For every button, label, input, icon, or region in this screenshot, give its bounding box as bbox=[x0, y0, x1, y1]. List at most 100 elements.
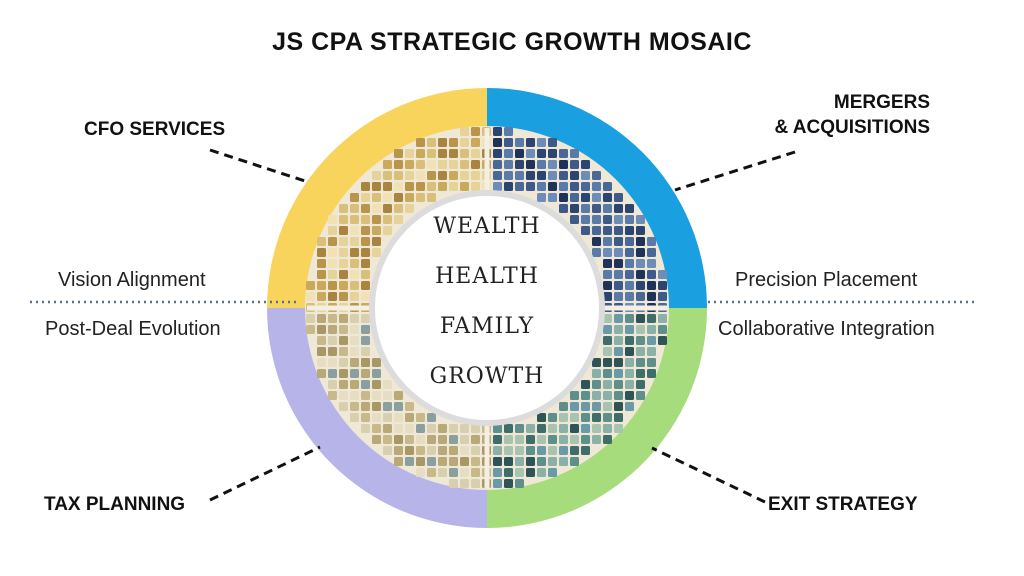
mosaic-tile bbox=[372, 182, 381, 191]
mosaic-tile bbox=[350, 226, 359, 235]
mosaic-tile bbox=[405, 171, 414, 180]
mosaic-tile bbox=[306, 314, 315, 323]
mosaic-tile bbox=[559, 149, 568, 158]
mosaic-tile bbox=[658, 325, 667, 334]
mosaic-tile bbox=[548, 446, 557, 455]
mosaic-tile bbox=[658, 270, 667, 279]
mosaic-tile bbox=[614, 325, 623, 334]
mosaic-tile bbox=[548, 193, 557, 202]
cfo-connector bbox=[209, 148, 309, 184]
page-title: JS CPA STRATEGIC GROWTH MOSAIC bbox=[272, 28, 752, 56]
mosaic-tile bbox=[339, 358, 348, 367]
mosaic-tile bbox=[427, 149, 436, 158]
mosaic-tile bbox=[636, 259, 645, 268]
mosaic-tile bbox=[493, 424, 502, 433]
exit-connector bbox=[651, 446, 766, 504]
mosaic-tile bbox=[438, 424, 447, 433]
mosaic-tile bbox=[625, 259, 634, 268]
mosaic-tile bbox=[449, 468, 458, 477]
mosaic-tile bbox=[361, 281, 370, 290]
cfo-label: CFO SERVICES bbox=[84, 119, 226, 140]
mosaic-tile bbox=[625, 226, 634, 235]
mosaic-tile bbox=[493, 446, 502, 455]
mosaic-tile bbox=[427, 138, 436, 147]
mosaic-tile bbox=[317, 248, 326, 257]
mosaic-tile bbox=[504, 424, 513, 433]
mosaic-tile bbox=[405, 457, 414, 466]
mosaic-tile bbox=[328, 226, 337, 235]
mosaic-tile bbox=[350, 358, 359, 367]
post-deal-evolution-text: Post-Deal Evolution bbox=[45, 318, 221, 340]
mosaic-tile bbox=[548, 171, 557, 180]
mosaic-tile bbox=[427, 182, 436, 191]
ma-connector bbox=[674, 150, 796, 192]
mosaic-tile bbox=[570, 446, 579, 455]
mosaic-tile bbox=[581, 215, 590, 224]
mosaic-tile bbox=[614, 369, 623, 378]
mosaic-tile bbox=[614, 215, 623, 224]
mosaic-tile bbox=[449, 435, 458, 444]
mosaic-tile bbox=[361, 347, 370, 356]
mosaic-tile bbox=[361, 204, 370, 213]
mosaic-tile bbox=[350, 204, 359, 213]
mosaic-tile bbox=[350, 281, 359, 290]
mosaic-tile bbox=[350, 292, 359, 301]
mosaic-tile bbox=[317, 237, 326, 246]
mosaic-tile bbox=[317, 292, 326, 301]
mosaic-tile bbox=[317, 336, 326, 345]
mosaic-tile bbox=[515, 182, 524, 191]
mosaic-tile bbox=[537, 413, 546, 422]
mosaic-tile bbox=[625, 215, 634, 224]
mosaic-tile bbox=[603, 215, 612, 224]
mosaic-tile bbox=[625, 314, 634, 323]
mosaic-tile bbox=[537, 424, 546, 433]
mosaic-tile bbox=[339, 402, 348, 411]
mosaic-tile bbox=[603, 237, 612, 246]
mosaic-tile bbox=[504, 468, 513, 477]
mosaic-tile bbox=[361, 402, 370, 411]
mosaic-tile bbox=[515, 468, 524, 477]
mosaic-tile bbox=[383, 424, 392, 433]
mosaic-tile bbox=[603, 270, 612, 279]
mosaic-tile bbox=[328, 336, 337, 345]
mosaic-tile bbox=[625, 336, 634, 345]
mosaic-tile bbox=[603, 369, 612, 378]
mosaic-tile bbox=[559, 413, 568, 422]
mosaic-tile bbox=[372, 237, 381, 246]
mosaic-tile bbox=[361, 237, 370, 246]
mosaic-tile bbox=[361, 226, 370, 235]
mosaic-tile bbox=[350, 259, 359, 268]
mosaic-tile bbox=[328, 259, 337, 268]
mosaic-tile bbox=[471, 149, 480, 158]
mosaic-tile bbox=[372, 424, 381, 433]
mosaic-tile bbox=[636, 226, 645, 235]
mosaic-tile bbox=[372, 402, 381, 411]
mosaic-tile bbox=[383, 204, 392, 213]
mosaic-tile bbox=[548, 435, 557, 444]
mosaic-tile bbox=[636, 237, 645, 246]
mosaic-tile bbox=[581, 402, 590, 411]
mosaic-tile bbox=[515, 171, 524, 180]
mosaic-tile bbox=[581, 171, 590, 180]
mosaic-tile bbox=[405, 193, 414, 202]
mosaic-tile bbox=[427, 413, 436, 422]
mosaic-tile bbox=[328, 248, 337, 257]
tax-connector bbox=[209, 445, 321, 502]
mosaic-tile bbox=[614, 336, 623, 345]
mosaic-tile bbox=[537, 160, 546, 169]
mosaic-tile bbox=[372, 171, 381, 180]
mosaic-tile bbox=[372, 226, 381, 235]
mosaic-tile bbox=[603, 391, 612, 400]
mosaic-tile bbox=[526, 457, 535, 466]
mosaic-tile bbox=[471, 457, 480, 466]
center-word-wealth: WEALTH bbox=[433, 214, 541, 239]
mosaic-tile bbox=[581, 435, 590, 444]
mosaic-tile bbox=[515, 424, 524, 433]
mosaic-tile bbox=[339, 281, 348, 290]
mosaic-tile bbox=[548, 149, 557, 158]
mosaic-tile bbox=[625, 358, 634, 367]
mosaic-tile bbox=[383, 446, 392, 455]
mosaic-tile bbox=[625, 369, 634, 378]
